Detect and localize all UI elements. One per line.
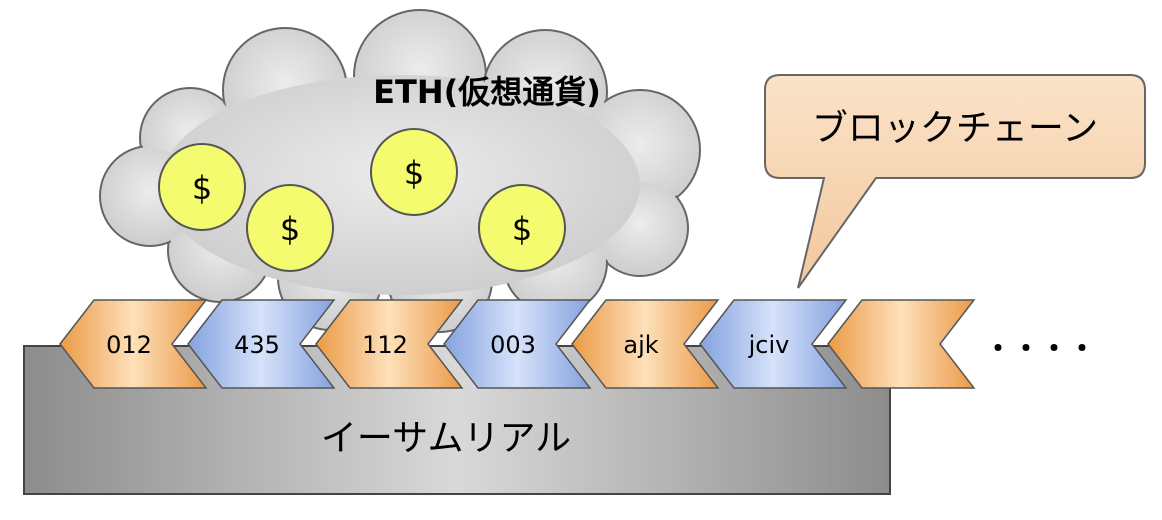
chain-block-label: jciv xyxy=(748,331,790,359)
svg-text:$: $ xyxy=(512,210,532,248)
chain-block-label: 112 xyxy=(362,331,408,359)
coin: $ xyxy=(158,143,246,231)
coin: $ xyxy=(246,184,334,272)
chain-block-label: 003 xyxy=(490,331,536,359)
ellipsis: ・・・・ xyxy=(984,332,1096,365)
chain-block xyxy=(827,299,976,389)
chain-block: 012 xyxy=(59,299,208,389)
chain-block-label: ajk xyxy=(623,331,658,359)
base-label: イーサムリアル xyxy=(321,418,571,459)
svg-text:$: $ xyxy=(404,154,424,192)
chain-block: 435 xyxy=(187,299,336,389)
cloud-title: ETH(仮想通貨) xyxy=(373,73,601,111)
blockchain: 012 435 112 003 ajk jciv xyxy=(59,299,976,389)
coin: $ xyxy=(478,184,566,272)
svg-text:$: $ xyxy=(280,210,300,248)
callout-bubble xyxy=(764,74,1146,289)
chain-block: ajk xyxy=(571,299,720,389)
chain-block: 003 xyxy=(443,299,592,389)
chain-block: 112 xyxy=(315,299,464,389)
chain-block-label: 012 xyxy=(106,331,152,359)
chain-block-label: 435 xyxy=(234,331,280,359)
callout-label: ブロックチェーン xyxy=(812,108,1098,149)
chain-block: jciv xyxy=(699,299,848,389)
svg-text:$: $ xyxy=(192,169,212,207)
coin: $ xyxy=(370,128,458,216)
